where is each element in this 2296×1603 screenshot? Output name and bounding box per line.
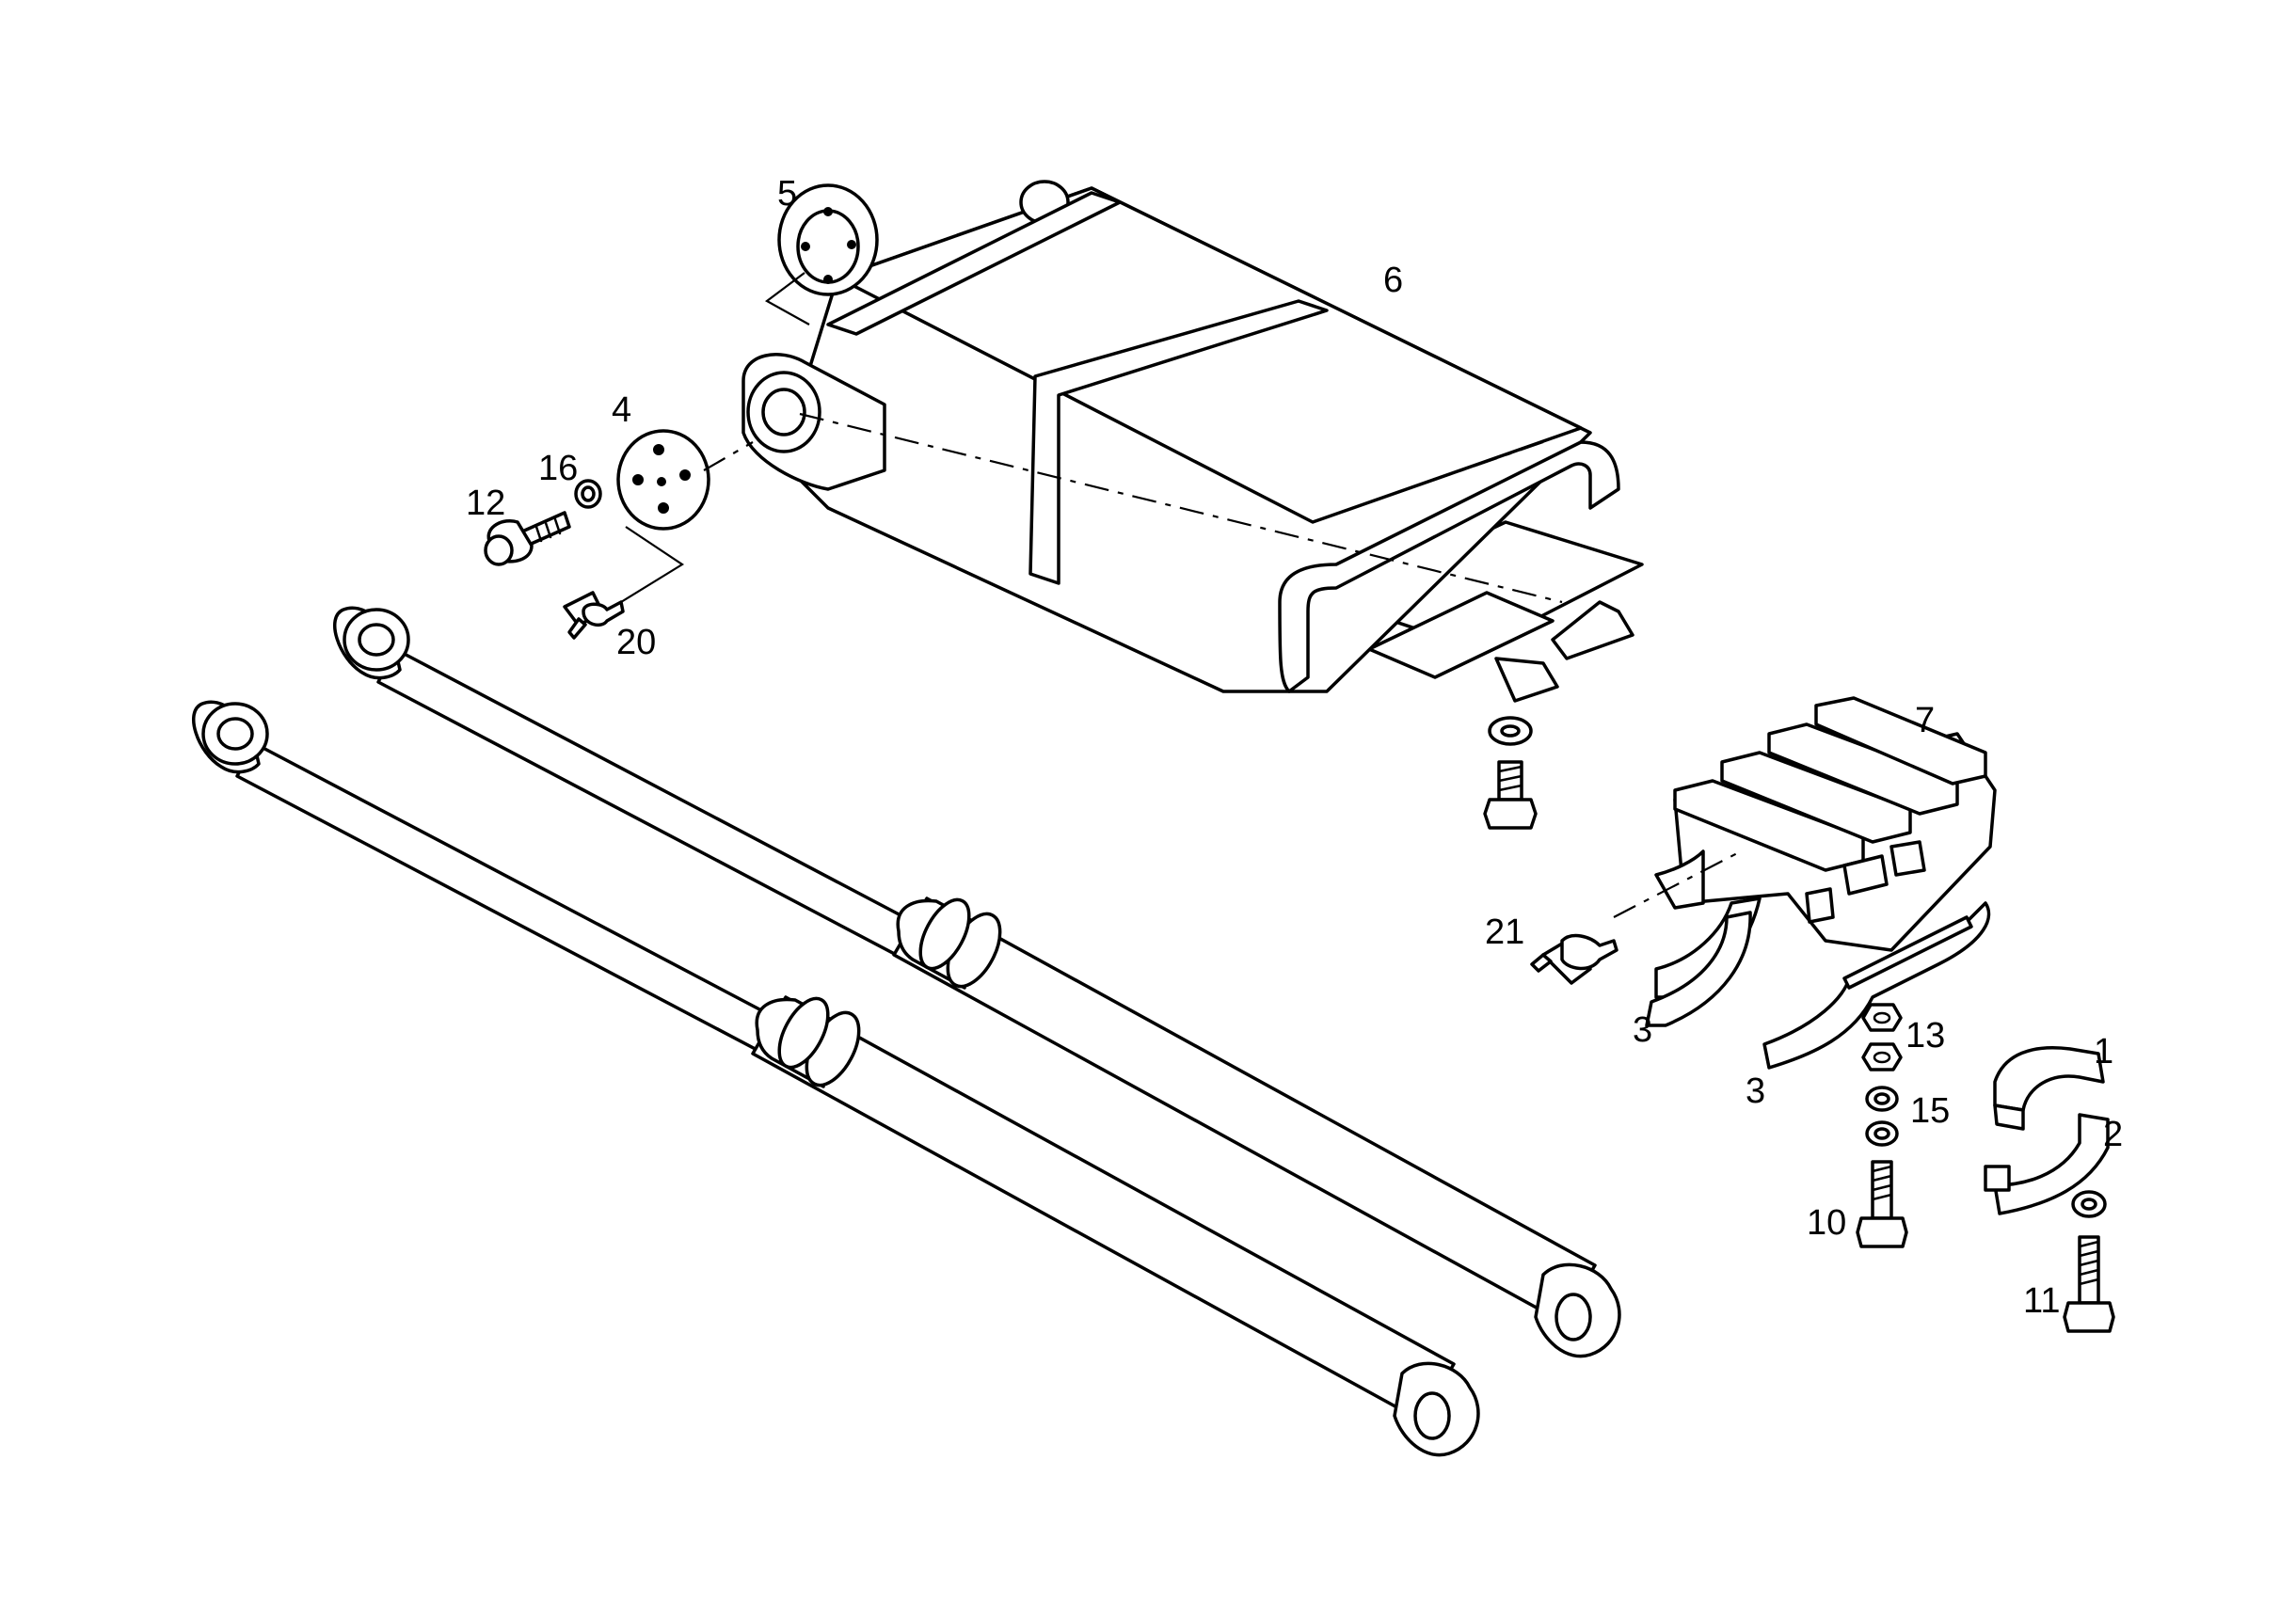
- callout-13: 13: [1905, 1016, 1945, 1055]
- washer-15-upper: [1865, 1086, 1899, 1112]
- callout-10: 10: [1807, 1203, 1846, 1243]
- boom-housing: [741, 180, 1644, 703]
- washer-15-lower: [1865, 1120, 1899, 1147]
- hydraulic-cylinder-lower: [192, 700, 1480, 1457]
- nut-13-lower: [1861, 1042, 1903, 1071]
- callout-6: 6: [1383, 261, 1403, 300]
- bolt-11: [2063, 1235, 2115, 1333]
- cover-disk: [616, 429, 754, 531]
- callout-15: 15: [1910, 1091, 1950, 1131]
- grease-fitting-21: [1530, 933, 1618, 985]
- cap-screw-12: [484, 511, 571, 566]
- fork-carriage: [1613, 696, 1997, 999]
- fork-retainer-lower: [1762, 901, 1991, 1070]
- nut-13-upper: [1861, 1003, 1903, 1032]
- bolt-under-boom: [1483, 716, 1538, 830]
- fork-retainer-upper: [1645, 911, 1752, 1027]
- washer-16: [574, 479, 602, 509]
- callout-1: 1: [2094, 1032, 2113, 1071]
- clamp-half-2: [1984, 1113, 2110, 1215]
- bolt-10: [1856, 1160, 1908, 1248]
- callout-20: 20: [616, 623, 656, 662]
- grease-nipple-20: [563, 526, 685, 640]
- callout-11: 11: [2023, 1281, 2060, 1321]
- callout-4: 4: [612, 390, 631, 430]
- callout-12: 12: [466, 484, 505, 523]
- washer-11: [2071, 1190, 2107, 1218]
- callout-3-lower: 3: [1746, 1071, 1765, 1111]
- callout-labels: 5 6 4 16 12 20 7 21 3 3 13 15 10 1 2 11: [466, 174, 2123, 1321]
- flange-plate: [764, 183, 879, 325]
- callout-21: 21: [1485, 913, 1524, 952]
- callout-3-upper: 3: [1633, 1010, 1652, 1050]
- clamp-half-1: [1993, 1046, 2105, 1131]
- hydraulic-cylinder-upper: [333, 606, 1621, 1358]
- callout-2: 2: [2103, 1115, 2123, 1154]
- callout-5: 5: [777, 174, 797, 214]
- callout-7: 7: [1915, 701, 1935, 740]
- callout-16: 16: [538, 449, 578, 488]
